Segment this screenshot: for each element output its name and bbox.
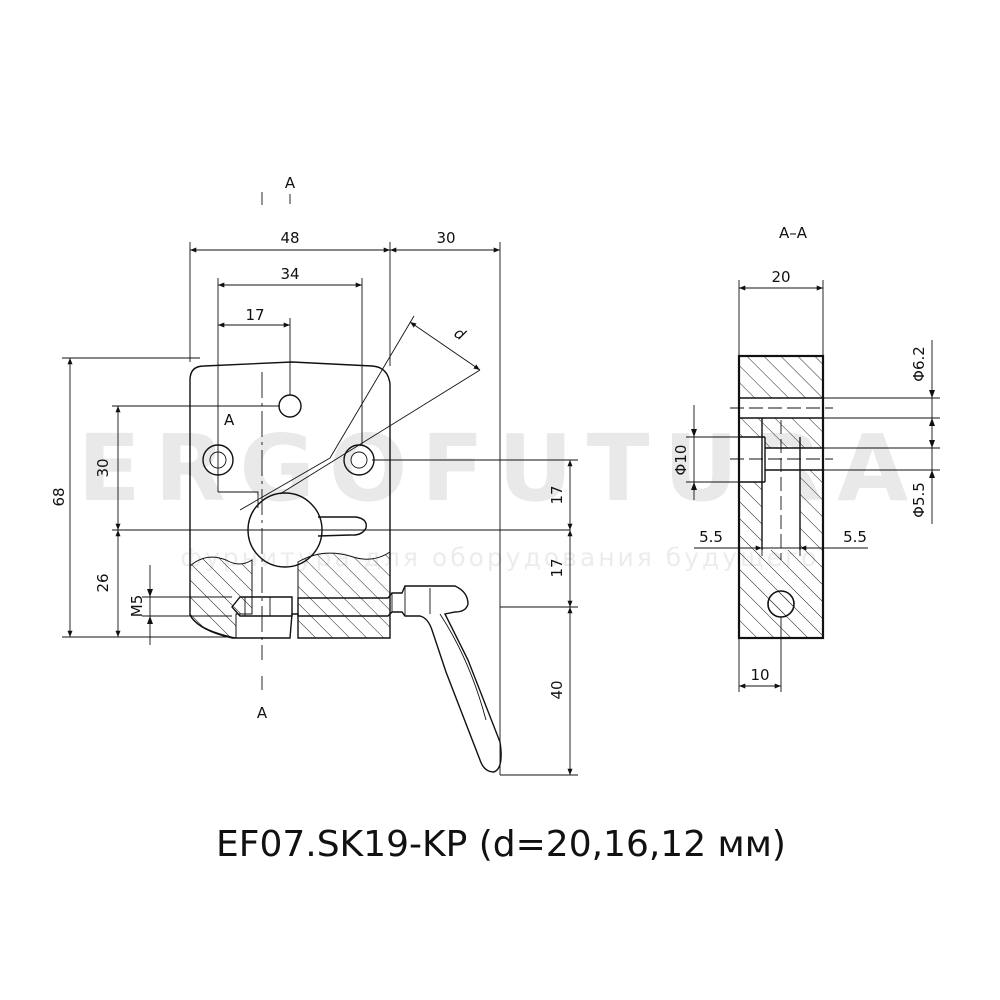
caption-text: EF07.SK19-KP (d=20,16,12 мм) [216, 824, 786, 865]
hatch-lower-right [297, 551, 391, 639]
dim-30-vertical: 30 [94, 458, 112, 477]
section-view: A–A 20 Φ6.2 [672, 224, 940, 692]
ext-d-1 [329, 315, 415, 459]
dim-30-top: 30 [436, 229, 455, 247]
arrow-5-5-bottom [929, 470, 935, 478]
dim-5-5-left: 5.5 [699, 528, 723, 546]
section-mark-inner: A [224, 411, 235, 429]
small-hole-top [278, 394, 302, 418]
dim-34: 34 [280, 265, 299, 283]
dim-17-top: 17 [245, 306, 264, 324]
lever-handle [297, 585, 502, 773]
dim-dia-5-5: Φ5.5 [910, 482, 928, 518]
cutout-edge [218, 491, 259, 508]
arrow-6-2-top [929, 390, 935, 398]
mount-hole-right-inner [350, 451, 368, 469]
dim-dia-6-2: Φ6.2 [910, 346, 928, 382]
front-view: A A A 48 [50, 174, 578, 776]
arrow-10-top [691, 429, 697, 437]
hatch-lower-left [189, 556, 253, 639]
dim-48: 48 [280, 229, 299, 247]
ext-d-2 [279, 369, 481, 495]
dim-d-line [409, 321, 481, 371]
dim-40: 40 [548, 680, 566, 699]
screw-section-circle [767, 590, 795, 618]
dim-17-right-upper: 17 [548, 485, 566, 504]
dim-17-right-lower: 17 [548, 558, 566, 577]
dim-m5: M5 [128, 595, 146, 618]
clamp-body-outline [189, 361, 391, 639]
lever-tab [317, 516, 367, 537]
dim-10-bottom: 10 [750, 666, 769, 684]
section-mark-top: A [285, 174, 296, 192]
ext-d-3 [239, 457, 331, 511]
m5-arrow-top [147, 589, 153, 597]
dim-5-5-right: 5.5 [843, 528, 867, 546]
dim-26: 26 [94, 573, 112, 592]
dim-dia-10: Φ10 [672, 445, 690, 476]
screw-thread [231, 596, 293, 617]
arrow-6-2-bottom [929, 418, 935, 426]
lever-inner-line [439, 613, 487, 721]
arrow-5-5-top [929, 440, 935, 448]
m5-arrow-bottom [147, 616, 153, 624]
section-mark-bottom: A [257, 704, 268, 722]
mount-hole-left [202, 444, 234, 476]
dim-d: d [451, 324, 469, 345]
mount-hole-left-inner [209, 451, 227, 469]
arrow-10-bottom [691, 482, 697, 490]
dim-20: 20 [771, 268, 790, 286]
dim-68: 68 [50, 487, 68, 506]
section-title: A–A [779, 224, 808, 242]
bore-10-clear [739, 437, 765, 482]
